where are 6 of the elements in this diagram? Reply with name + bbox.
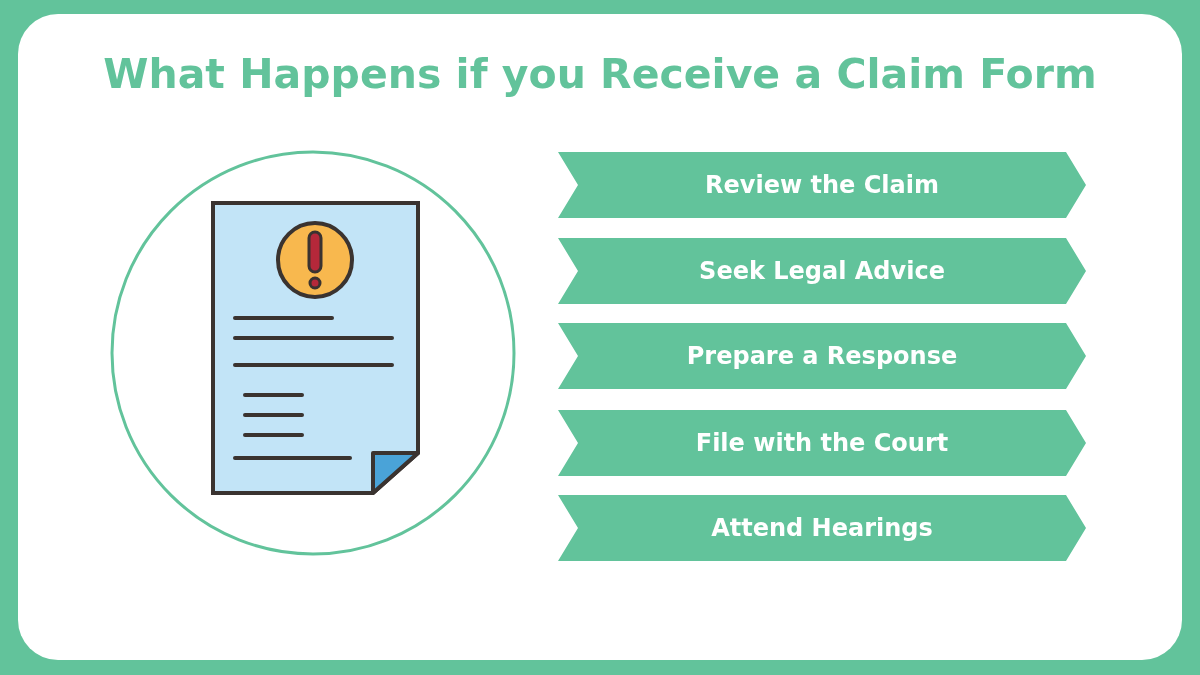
title: What Happens if you Receive a Claim Form xyxy=(102,50,1098,98)
step-label: Attend Hearings xyxy=(711,514,933,542)
step-label: Prepare a Response xyxy=(686,342,958,370)
step-label: File with the Court xyxy=(695,429,949,457)
step-label: Seek Legal Advice xyxy=(699,257,945,285)
step-label: Review the Claim xyxy=(705,171,939,199)
